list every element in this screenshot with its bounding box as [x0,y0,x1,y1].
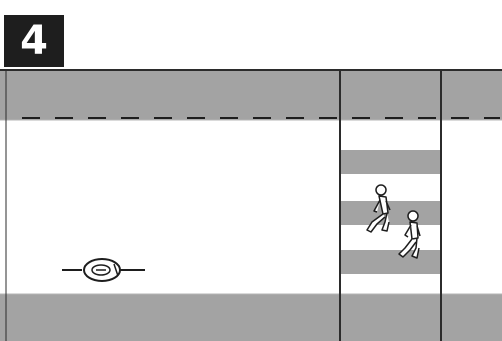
crosswalk-stripes [340,150,440,274]
motorcycle-icon [62,259,145,281]
top-road-band [0,70,502,120]
bottom-road-band [0,294,502,341]
